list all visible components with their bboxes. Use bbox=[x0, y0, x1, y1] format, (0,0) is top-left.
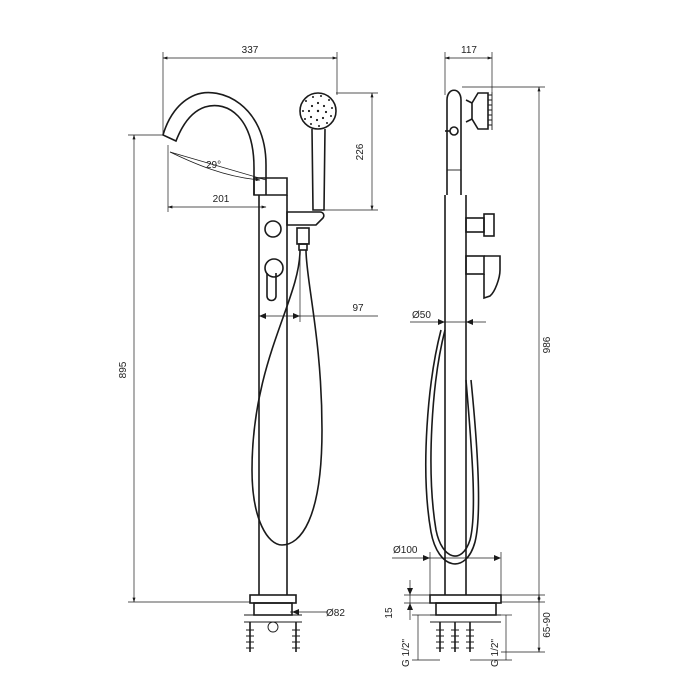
dim-angle-label: 29° bbox=[206, 160, 221, 171]
dim-82-label: Ø82 bbox=[326, 608, 345, 619]
dim-15-label: 15 bbox=[384, 607, 395, 619]
front-view bbox=[162, 91, 337, 652]
dim-117-label: 117 bbox=[461, 45, 477, 56]
thread-left-label: G 1/2" bbox=[401, 639, 412, 667]
side-dimensions: 117 Ø50 986 Ø100 15 G 1/2" G 1/2" bbox=[384, 45, 553, 667]
dim-97-label: 97 bbox=[352, 303, 364, 314]
dim-50-label: Ø50 bbox=[412, 310, 431, 321]
side-view bbox=[425, 89, 502, 652]
dim-226-label: 226 bbox=[355, 143, 366, 160]
dim-65-90-label: 65-90 bbox=[542, 612, 553, 638]
front-dimensions: 337 201 29° 226 97 895 Ø82 bbox=[118, 45, 378, 619]
thread-right-label: G 1/2" bbox=[490, 639, 501, 667]
dim-337-label: 337 bbox=[242, 45, 259, 56]
dim-201-label: 201 bbox=[213, 194, 230, 205]
dim-100-label: Ø100 bbox=[393, 545, 418, 556]
dim-986-label: 986 bbox=[542, 336, 553, 353]
dim-895-label: 895 bbox=[118, 361, 129, 378]
shower-nozzles bbox=[302, 95, 333, 127]
